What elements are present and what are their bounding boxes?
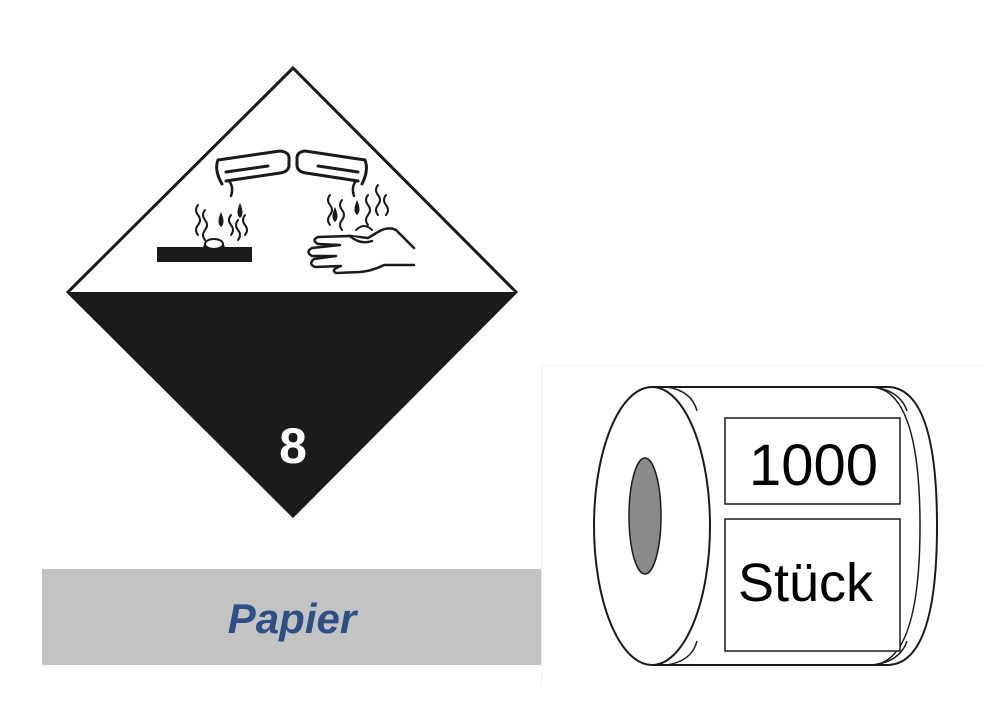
roll-quantity: 1000 [749,433,879,498]
hazard-class-number: 8 [279,418,307,474]
corroded-hand [307,225,416,275]
unit-label-box [724,518,901,652]
hazard-label-class-8: 8 [65,65,519,519]
acid-drops [218,200,360,227]
hazard-label-border [65,65,519,519]
roll-drawing [593,386,939,666]
material-label: Papier [227,595,357,642]
hazard-label-bottom-half [68,292,516,516]
quantity-label-box [724,417,901,505]
right-test-tube [295,149,368,198]
material-bar: Papier [42,569,542,665]
roll-edge-bottom-inner [666,640,698,666]
roll-unit: Stück [738,553,874,613]
fumes-right [327,184,389,231]
roll-illustration: 1000 Stück [541,365,984,686]
corrosive-icon [157,149,416,275]
corroded-plate [157,238,252,262]
roll-core [628,457,662,575]
roll-edge-bottom-inner-right [871,640,908,666]
roll-edge-top-inner-right [871,386,908,412]
fumes-left [195,204,248,241]
roll-edge-top-inner [666,386,698,412]
left-test-tube [215,149,291,198]
